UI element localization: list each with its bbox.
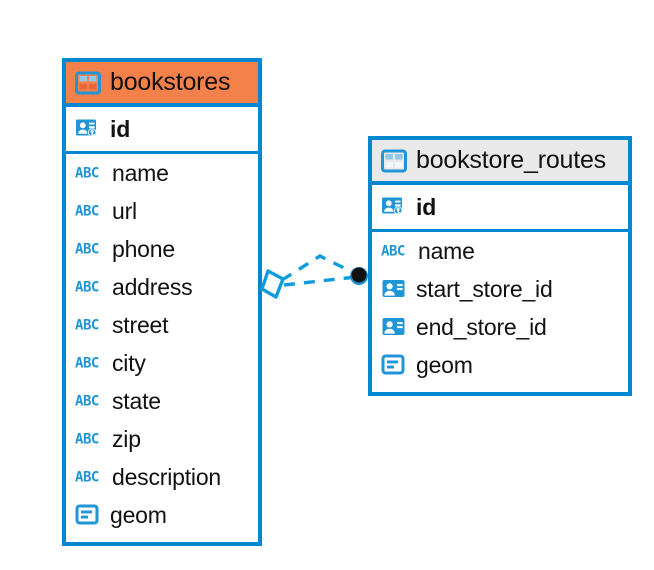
relationship-source-diamond [260, 269, 285, 299]
primary-key-icon [382, 197, 403, 215]
field-label: id [110, 115, 131, 142]
field-row-primary-key[interactable]: id [372, 185, 628, 229]
field-label: name [418, 237, 475, 264]
field-label: geom [416, 351, 473, 378]
field-label: description [112, 463, 222, 490]
field-label: url [112, 197, 137, 224]
table-icon [75, 71, 101, 94]
field-row[interactable]: ABC state [66, 382, 258, 420]
svg-text:ABC: ABC [75, 280, 99, 296]
field-label: start_store_id [416, 275, 553, 302]
abc-text-icon: ABC [75, 432, 99, 448]
foreign-key-icon [382, 280, 405, 297]
entity-header-bookstores[interactable]: bookstores [66, 62, 258, 107]
relationship-target-circle [351, 267, 367, 283]
field-row[interactable]: start_store_id [372, 270, 628, 308]
field-label: phone [112, 235, 175, 262]
abc-text-icon: ABC [75, 166, 99, 182]
svg-text:ABC: ABC [75, 242, 99, 258]
field-row[interactable]: ABC address [66, 268, 258, 306]
field-label: address [112, 273, 193, 300]
entity-header-bookstore_routes[interactable]: bookstore_routes [372, 140, 628, 185]
geometry-icon [381, 354, 405, 375]
field-label: geom [110, 501, 167, 528]
field-label: street [112, 311, 169, 338]
table-icon [381, 149, 407, 172]
relationship-line-straight [283, 275, 357, 287]
relationship-target-ring [350, 267, 368, 285]
field-label: name [112, 159, 169, 186]
svg-text:ABC: ABC [75, 204, 99, 220]
field-label: id [416, 193, 437, 220]
abc-text-icon: ABC [75, 318, 99, 334]
svg-text:ABC: ABC [75, 318, 99, 334]
field-row[interactable]: geom [372, 346, 628, 384]
svg-text:ABC: ABC [75, 470, 99, 486]
field-label: city [112, 349, 146, 376]
primary-key-section: id [372, 185, 628, 232]
svg-text:ABC: ABC [75, 432, 99, 448]
field-row[interactable]: geom [66, 496, 258, 534]
field-row[interactable]: end_store_id [372, 308, 628, 346]
abc-text-icon: ABC [75, 356, 99, 372]
svg-text:ABC: ABC [75, 166, 99, 182]
svg-text:ABC: ABC [75, 394, 99, 410]
field-row[interactable]: ABC street [66, 306, 258, 344]
entity-title: bookstore_routes [416, 146, 606, 174]
abc-text-icon: ABC [75, 204, 99, 220]
entity-bookstore_routes[interactable]: bookstore_routes id [368, 136, 632, 396]
entity-bookstores[interactable]: bookstores id [62, 58, 262, 546]
field-row[interactable]: ABC city [66, 344, 258, 382]
abc-text-icon: ABC [381, 244, 405, 260]
svg-text:ABC: ABC [381, 244, 405, 260]
field-row[interactable]: ABC description [66, 458, 258, 496]
field-row[interactable]: ABC url [66, 192, 258, 230]
field-label: end_store_id [416, 313, 547, 340]
field-row[interactable]: ABC zip [66, 420, 258, 458]
field-label: zip [112, 425, 141, 452]
abc-text-icon: ABC [75, 394, 99, 410]
field-row[interactable]: ABC phone [66, 230, 258, 268]
geometry-icon [75, 504, 99, 525]
svg-text:ABC: ABC [75, 356, 99, 372]
field-row-primary-key[interactable]: id [66, 107, 258, 151]
primary-key-section: id [66, 107, 258, 154]
abc-text-icon: ABC [75, 280, 99, 296]
foreign-key-icon [382, 318, 405, 335]
primary-key-icon [76, 119, 97, 137]
relationship-line-arc [281, 254, 357, 282]
abc-text-icon: ABC [75, 242, 99, 258]
abc-text-icon: ABC [75, 470, 99, 486]
entity-title: bookstores [110, 68, 231, 96]
field-row[interactable]: ABC name [372, 232, 628, 270]
field-row[interactable]: ABC name [66, 154, 258, 192]
field-label: state [112, 387, 161, 414]
